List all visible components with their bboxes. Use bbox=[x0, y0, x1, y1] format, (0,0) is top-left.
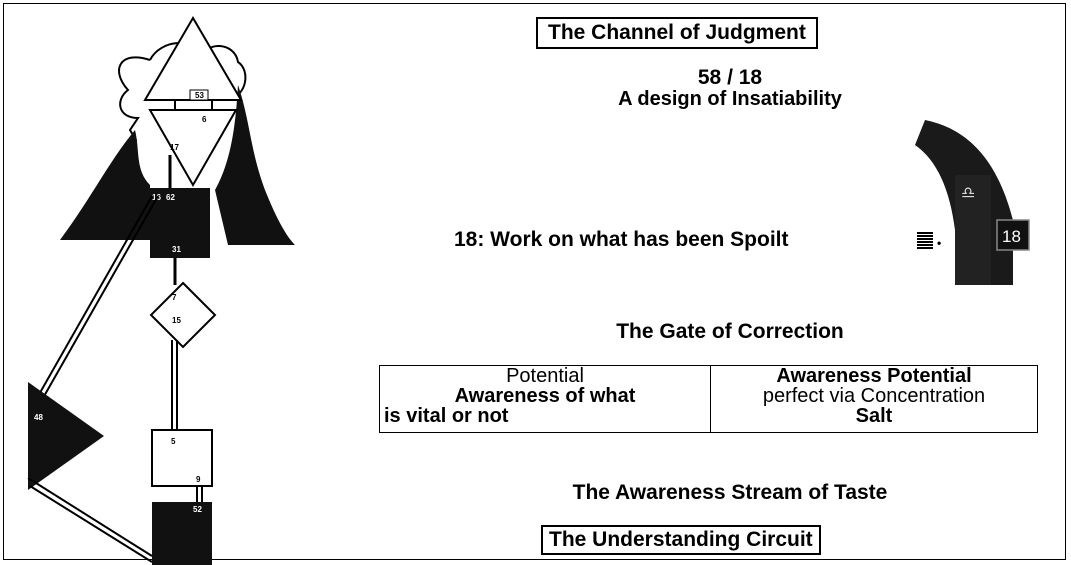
g-center bbox=[149, 281, 217, 349]
info-cell-left: Potential Awareness of what is vital or … bbox=[379, 365, 711, 433]
head-center bbox=[143, 16, 243, 101]
channel-throat-spleen-b bbox=[42, 195, 159, 399]
mandala-wheel-segment: ♎ 18 bbox=[915, 120, 1030, 285]
channel-spleen-root-a bbox=[27, 477, 153, 557]
gate-label-62: 62 bbox=[166, 193, 175, 202]
head-ajna-link bbox=[174, 100, 213, 110]
info-right-line2: perfect via Concentration bbox=[762, 385, 986, 407]
info-left-line3: is vital or not bbox=[384, 405, 509, 427]
gate-label-48: 48 bbox=[34, 413, 43, 422]
channel-title: The Channel of Judgment bbox=[536, 17, 818, 49]
pointer-dot-icon: • bbox=[937, 236, 942, 250]
info-left-line2: Awareness of what bbox=[454, 385, 636, 407]
gate-label-52: 52 bbox=[193, 505, 202, 514]
hair-left bbox=[60, 130, 150, 240]
root-center bbox=[152, 502, 212, 565]
sacral-center bbox=[151, 429, 213, 487]
channel-numbers: 58 / 18 bbox=[697, 66, 763, 89]
gate-label-5: 5 bbox=[171, 437, 176, 446]
info-cell-right: Awareness Potential perfect via Concentr… bbox=[710, 365, 1038, 433]
gate-label-7: 7 bbox=[172, 293, 177, 302]
awareness-stream: The Awareness Stream of Taste bbox=[572, 481, 888, 504]
gate-box-53 bbox=[189, 89, 209, 101]
gate-line: 18: Work on what has been Spoilt bbox=[454, 228, 789, 251]
hexagram-icon bbox=[917, 232, 933, 250]
gate-label-6: 6 bbox=[202, 115, 207, 124]
gate-label-31: 31 bbox=[172, 245, 181, 254]
info-table: Potential Awareness of what is vital or … bbox=[379, 365, 1038, 433]
channel-spleen-root-b bbox=[29, 485, 153, 563]
libra-symbol-icon: ♎ bbox=[961, 183, 975, 202]
wheel-inner-band bbox=[955, 175, 991, 285]
gate-label-15: 15 bbox=[172, 316, 181, 325]
info-right-line3: Salt bbox=[855, 405, 893, 427]
wheel-gate-box bbox=[996, 219, 1030, 251]
hair-right bbox=[215, 85, 295, 245]
gate-label-53: 53 bbox=[195, 91, 204, 100]
channel-subtitle: A design of Insatiability bbox=[618, 88, 842, 110]
hand-left bbox=[149, 42, 247, 101]
channel-throat-spleen-a bbox=[36, 195, 153, 399]
gate-label-17: 17 bbox=[170, 143, 179, 152]
spleen-center bbox=[28, 382, 104, 490]
ajna-center bbox=[148, 109, 238, 188]
circuit-title: The Understanding Circuit bbox=[541, 525, 821, 555]
gate-name: The Gate of Correction bbox=[616, 320, 844, 343]
gate-label-9: 9 bbox=[196, 475, 201, 484]
info-left-line1: Potential bbox=[506, 365, 584, 387]
info-right-line1: Awareness Potential bbox=[776, 365, 972, 387]
outer-frame bbox=[3, 3, 1066, 560]
throat-center bbox=[150, 188, 210, 258]
wheel-gate-number: 18 bbox=[1002, 227, 1021, 246]
bodygraph: 53 6 17 16 62 31 7 15 48 5 9 52 bbox=[27, 16, 295, 565]
